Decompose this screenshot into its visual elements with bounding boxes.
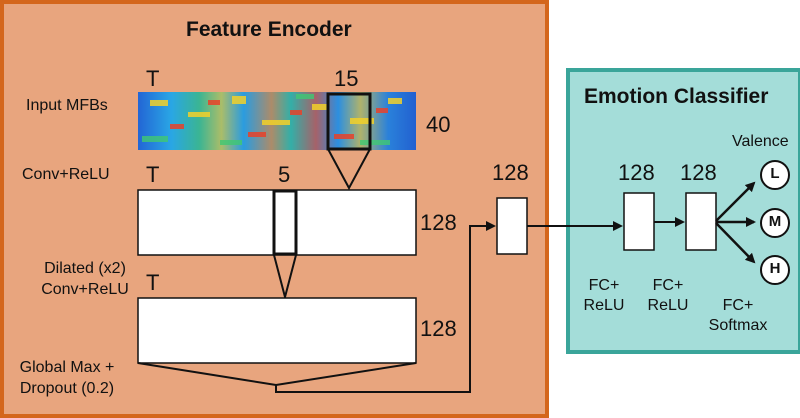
dilated-conv-label-line2: Conv+ReLU — [41, 281, 129, 298]
dilated-conv-block — [137, 297, 417, 364]
global-pool-label: Global Max + Dropout (0.2) — [2, 357, 132, 399]
feature-encoder-title: Feature Encoder — [186, 18, 352, 41]
input-height-label: 40 — [426, 112, 451, 137]
output-node-high — [760, 255, 790, 285]
fc3-label-line1: FC+ — [722, 297, 754, 314]
fc2-size-label: 128 — [680, 160, 717, 185]
conv-time-label: T — [146, 162, 160, 187]
input-time-label: T — [146, 66, 160, 91]
fc1-size-label: 128 — [618, 160, 655, 185]
output-mid-label: M — [768, 213, 782, 230]
output-node-mid — [760, 208, 790, 238]
emotion-classifier-title: Emotion Classifier — [584, 85, 769, 108]
pooled-vector-block — [496, 197, 528, 255]
conv-layer-block — [137, 189, 417, 256]
output-low-label: L — [770, 165, 780, 182]
fc2-label-line1: FC+ — [652, 277, 684, 294]
output-high-label: H — [769, 260, 781, 277]
fc3-label-line2: Softmax — [708, 317, 768, 334]
fc1-label-line2: ReLU — [583, 297, 625, 314]
fc1-label: FC+ ReLU — [574, 276, 634, 316]
dilated-conv-label-line1: Dilated (x2) — [44, 260, 126, 277]
input-window-box — [326, 92, 372, 151]
input-mfbs-label: Input MFBs — [26, 97, 108, 114]
fc2-label: FC+ ReLU — [638, 276, 698, 316]
fc2-block — [685, 192, 717, 251]
conv-channels-label: 128 — [420, 210, 457, 235]
pool-to-vector-arrow — [275, 221, 496, 393]
input-window-funnel — [327, 148, 371, 191]
dilated-conv-label: Dilated (x2) Conv+ReLU — [30, 258, 140, 300]
conv-label: Conv+ReLU — [22, 166, 110, 183]
fc1-block — [623, 192, 655, 251]
input-spectrogram — [138, 92, 416, 150]
fc2-label-line2: ReLU — [647, 297, 689, 314]
global-pool-label-line2: Dropout (0.2) — [19, 380, 115, 397]
valence-label: Valence — [732, 133, 789, 150]
pooled-size-label: 128 — [492, 160, 529, 185]
output-node-low — [760, 160, 790, 190]
conv-window-label: 5 — [278, 162, 291, 187]
conv-window-box — [272, 189, 298, 256]
dilated-time-label: T — [146, 270, 160, 295]
fc2-to-low-arrow — [715, 181, 756, 222]
global-pool-label-line1: Global Max + — [19, 359, 115, 376]
fc2-to-high-arrow — [715, 222, 756, 264]
conv-window-funnel — [273, 254, 297, 301]
fc3-label: FC+ Softmax — [696, 296, 780, 336]
input-window-label: 15 — [334, 66, 359, 91]
emotion-classifier-panel — [566, 68, 800, 354]
fc1-label-line1: FC+ — [588, 277, 620, 294]
dilated-channels-label: 128 — [420, 316, 457, 341]
